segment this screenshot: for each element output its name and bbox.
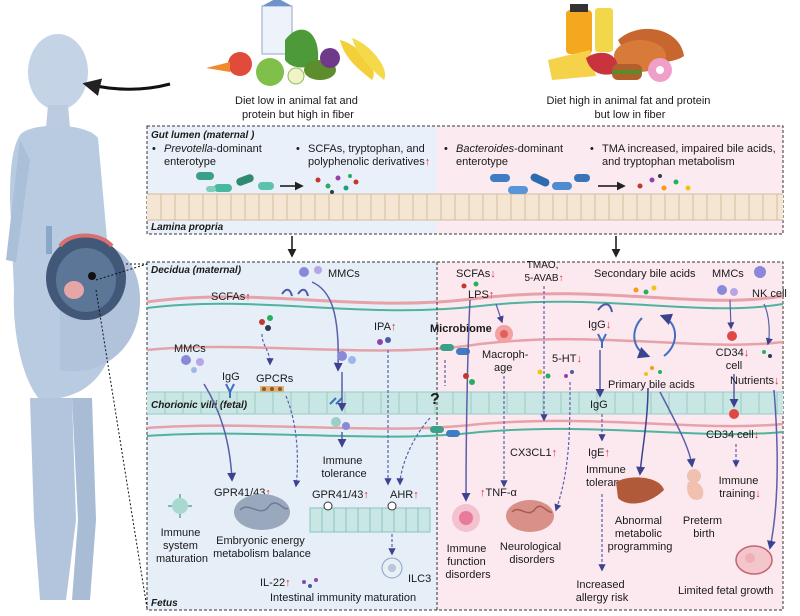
tmao-label: TMAO, 5-AVAB↑: [524, 260, 563, 284]
immune-system-maturation-label: Immune system maturation: [156, 527, 208, 565]
nutrient-dots: [762, 350, 772, 358]
lps-label: LPS↑: [468, 289, 494, 301]
bile-cycle-icon: [633, 313, 676, 376]
scfa-dots-left: [259, 315, 273, 331]
igg-left-label: IgG: [222, 371, 240, 383]
preterm-birth-label: Preterm birth: [683, 515, 725, 540]
immune-tolerance-right-label: Immune tolerance↓: [586, 464, 637, 489]
mmcs-right-label: MMCs: [712, 268, 744, 280]
mmc-right-icon: [717, 285, 738, 296]
tmao-dots: [537, 369, 551, 379]
immune-function-icon: [452, 504, 480, 532]
mmcs-left-label: MMCs: [174, 343, 206, 355]
cd34-lower-label: CD34 cell↓: [706, 429, 759, 441]
liver-icon: [616, 477, 664, 504]
nk-cell-icon: [754, 266, 766, 278]
immune-cell-icon: [168, 494, 192, 518]
scfas-left-label: SCFAs↑: [211, 291, 251, 303]
prevotella-bacteria-icon: [196, 172, 274, 192]
fat-diet-caption: Diet high in animal fat and protein but …: [547, 95, 714, 121]
ilc3-cell-icon: [381, 557, 403, 579]
immune-function-disorders-label: Immune function disorders: [445, 543, 491, 581]
tnf-alpha-label: ↑TNF-α: [480, 487, 518, 499]
ipa-dots: [377, 337, 391, 345]
secondary-bile-label: Secondary bile acids: [594, 268, 696, 280]
brain-disorder-icon: [506, 500, 554, 532]
cx3cl1-label: CX3CL1↑: [510, 447, 557, 459]
intestinal-immunity-label: Intestinal immunity maturation: [270, 592, 416, 604]
igg-down-label: IgG↓: [588, 319, 611, 331]
macrophage-label: Macroph- age: [482, 349, 532, 374]
gut-lumen-panel: [146, 125, 784, 235]
abnormal-metabolic-label: Abnormal metabolic programming: [608, 515, 673, 553]
decidua-label: Decidua (maternal): [151, 265, 242, 276]
limited-fetal-growth-label: Limited fetal growth: [678, 585, 773, 597]
immune-tolerance-left-label: Immune tolerance: [321, 455, 366, 480]
receptor-icon: [281, 288, 309, 297]
neurological-disorders-label: Neurological disorders: [500, 541, 564, 566]
5ht-label: 5-HT↓: [552, 353, 582, 365]
tma-bullet: •TMA increased, impaired bile acids, and…: [590, 143, 779, 168]
scfa-dots-right: [461, 281, 479, 289]
gpr41-mid-label: GPR41/43↑: [312, 489, 369, 501]
igg-lower-label: IgG: [590, 399, 608, 411]
il22-label: IL-22↑: [260, 577, 291, 589]
nk-cell-label: NK cell: [752, 288, 787, 300]
bacteroides-bullet: •Bacteroides-dominant enterotype: [444, 143, 566, 168]
metabolite-dots-right: [637, 174, 691, 191]
mmcs-top-label: MMCs: [328, 268, 360, 280]
bacteroides-bacteria-icon: [490, 173, 590, 194]
intestine-epithelium-icon: [309, 501, 431, 533]
metabolite-dots-left: [315, 174, 359, 194]
pregnant-woman-illustration: [6, 34, 140, 600]
placenta-panel: [146, 261, 784, 611]
fiber-diet-caption: Diet low in animal fat and protein but h…: [235, 95, 361, 121]
brain-icon: [234, 494, 290, 530]
high-fiber-food-icon: [206, 0, 386, 86]
fetus-label: Fetus: [151, 598, 178, 609]
bile-dots-top: [633, 285, 657, 295]
question-mark-icon: ?: [430, 391, 440, 408]
mmc-cell-icon: [299, 266, 322, 277]
scfa-tryptophan-bullet: •SCFAs, tryptophan, and polyphenolic der…: [296, 143, 430, 168]
ahr-label: AHR↑: [390, 489, 419, 501]
immune-cells-left: [331, 351, 356, 430]
microbiome-bacteria-icon: [430, 344, 470, 437]
nutrients-label: Nutrients↓: [730, 375, 780, 387]
ilc3-label: ILC3: [408, 573, 431, 585]
scfas-right-label: SCFAs↓: [456, 268, 496, 280]
uterus-icon: [46, 233, 126, 320]
lamina-propria-label: Lamina propria: [151, 222, 224, 233]
mmcs-left-icon: [181, 355, 204, 373]
energy-balance-label: Embryonic energy metabolism balance: [213, 535, 311, 560]
cd34-cell-icon: [727, 331, 737, 341]
fetus-in-uterus-icon: [735, 545, 773, 575]
diet-to-mother-arrow: [82, 78, 171, 97]
macrophage-icon: [495, 325, 513, 343]
microbiome-label: Microbiome: [430, 323, 492, 335]
5ht-dots: [564, 370, 574, 378]
ige-label: IgE↑: [588, 447, 610, 459]
chorionic-villi-label: Chorionic villi (fetal): [151, 400, 248, 411]
gut-lumen-title: Gut lumen (maternal ): [151, 130, 255, 141]
primary-bile-label: Primary bile acids: [608, 379, 695, 391]
cd34-upper-label: CD34↓ cell: [716, 347, 753, 372]
gpcrs-label: GPCRs: [256, 373, 294, 385]
preterm-infant-icon: [687, 469, 704, 501]
antibody-icon: [225, 383, 235, 398]
il22-dots: [302, 578, 318, 588]
high-fat-food-icon: [548, 4, 684, 82]
allergy-risk-label: Increased allergy risk: [576, 579, 629, 604]
ipa-label: IPA↑: [374, 321, 396, 333]
immune-training-label: Immune training↓: [719, 475, 762, 500]
gpcr-receptor-icon: [260, 386, 284, 392]
prevotella-bullet: •Prevotella-dominant enterotype: [152, 143, 265, 168]
